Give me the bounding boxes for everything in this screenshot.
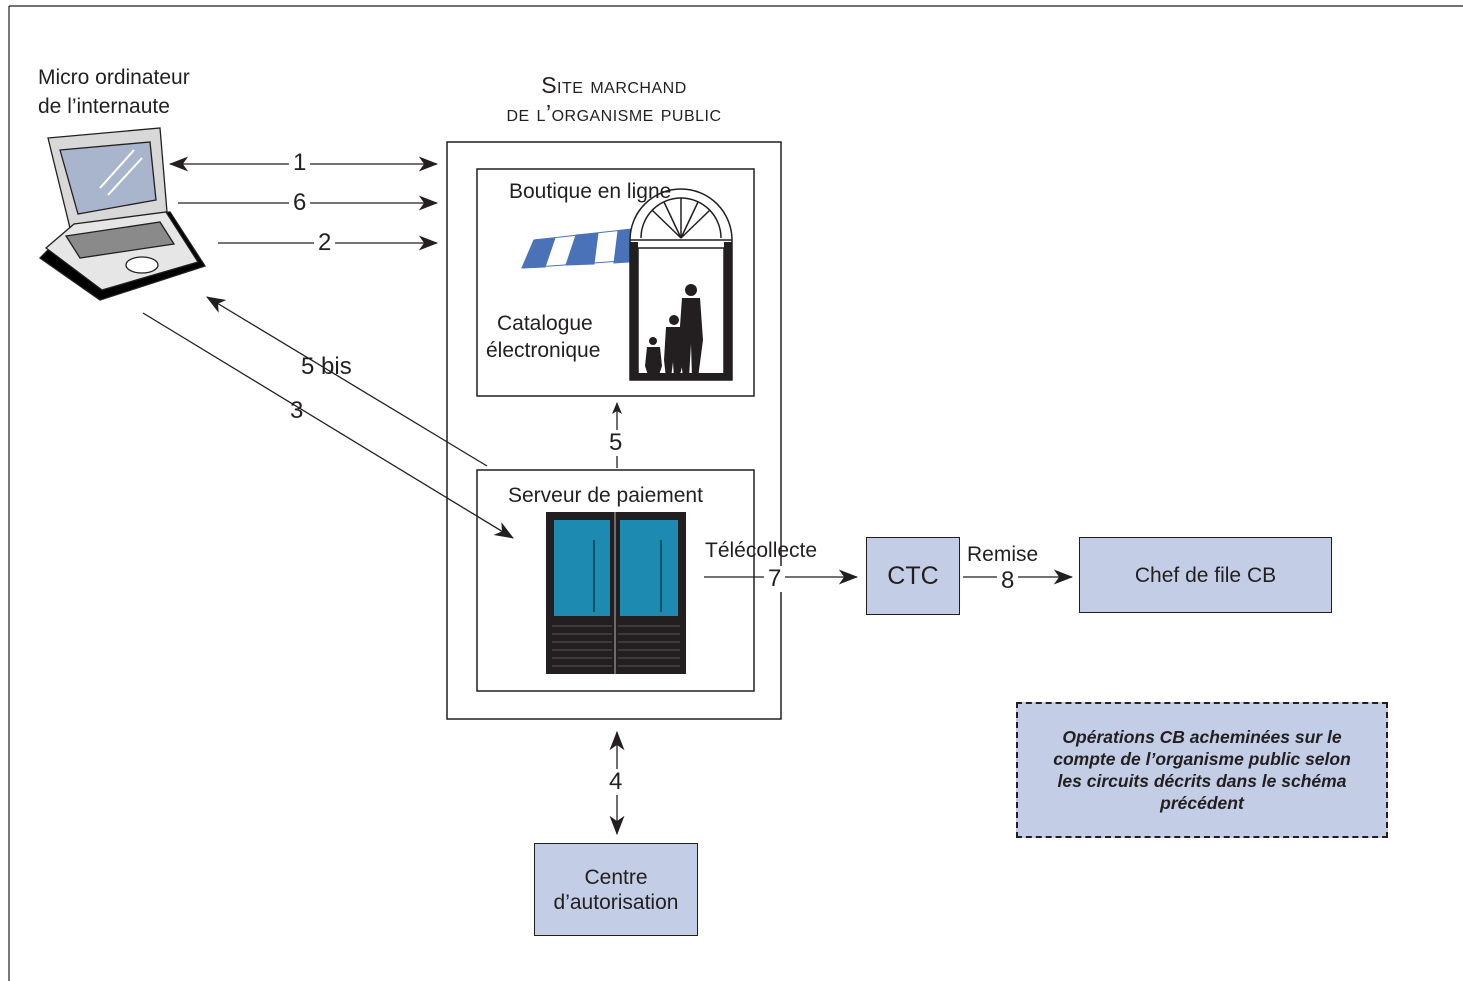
site-title-line2: de l’organisme public [506, 100, 722, 126]
centre-autorisation-box: Centre d’autorisation [534, 843, 698, 936]
flow-label-7: 7 [764, 566, 786, 592]
centre-label-line1: Centre [584, 865, 648, 889]
flow-label-5bis: 5 bis [301, 353, 352, 380]
shop-title: Boutique en ligne [509, 180, 672, 203]
note-line3: les circuits décrits dans le schéma [1057, 771, 1347, 791]
telecollecte-label: Télécollecte [705, 539, 818, 562]
flow-label-2: 2 [314, 230, 336, 256]
chef-de-file-box: Chef de file CB [1079, 537, 1332, 613]
arrow-3 [142, 312, 514, 539]
storefront-icon [629, 188, 733, 381]
site-title-line1: Site marchand [541, 72, 687, 98]
catalogue-label-line2: électronique [486, 339, 601, 362]
centre-label-line2: d’autorisation [553, 890, 679, 914]
note-box: Opérations CB acheminées sur le compte d… [1016, 702, 1388, 838]
computer-label-line1: Micro ordinateur [38, 66, 190, 89]
remise-label: Remise [967, 543, 1039, 566]
flow-label-8: 8 [997, 568, 1019, 594]
flow-label-6: 6 [289, 190, 311, 216]
arrow-5bis [206, 296, 488, 467]
site-container [446, 141, 782, 720]
note-line1: Opérations CB acheminées sur le [1062, 727, 1342, 747]
flow-label-3: 3 [290, 397, 304, 424]
computer-label-line2: de l’internaute [38, 95, 170, 118]
ctc-label: CTC [887, 561, 939, 590]
flow-label-5: 5 [605, 430, 627, 456]
flow-label-4: 4 [605, 769, 627, 795]
note-line4: précédent [1160, 793, 1244, 813]
outer-frame [8, 5, 1463, 981]
flow-label-1: 1 [289, 150, 311, 176]
laptop-icon [38, 127, 207, 301]
chef-de-file-label: Chef de file CB [1134, 563, 1277, 587]
shop-box [476, 168, 755, 397]
ctc-box: CTC [866, 537, 960, 615]
server-icon [546, 512, 686, 674]
note-line2: compte de l’organisme public selon [1053, 749, 1351, 769]
payment-server-title: Serveur de paiement [508, 484, 703, 507]
payment-server-box [476, 469, 755, 692]
catalogue-label-line1: Catalogue [497, 312, 593, 335]
